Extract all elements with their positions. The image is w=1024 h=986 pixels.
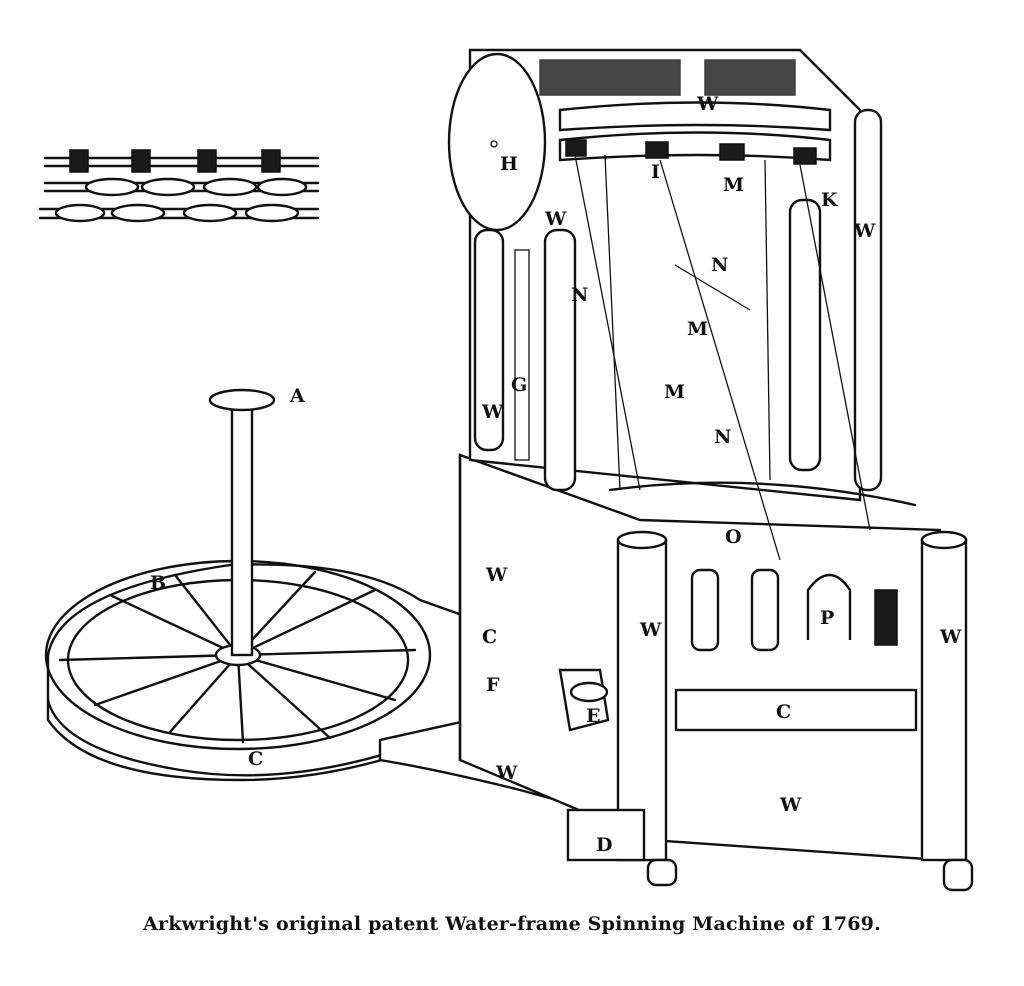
part-label-w-upperleft: W: [545, 208, 567, 230]
driving-wheel: [44, 388, 582, 782]
figure-caption: Arkwright's original patent Water-frame …: [143, 913, 881, 935]
part-label-w-lower-belt: W: [496, 762, 518, 784]
part-label-c-front: C: [776, 701, 792, 723]
part-label-m-top: M: [723, 174, 745, 196]
part-label-b: B: [150, 572, 167, 594]
frame: [458, 453, 974, 892]
part-label-f: F: [486, 674, 500, 696]
part-label-c-belt: C: [482, 626, 498, 648]
roller-inset: [38, 149, 320, 223]
part-label-w-right-post: W: [940, 626, 962, 648]
part-label-w-top: W: [697, 93, 719, 115]
part-label-p: P: [820, 607, 835, 629]
part-label-k: K: [821, 189, 838, 211]
part-label-w-right: W: [854, 220, 876, 242]
part-label-n-top: N: [711, 254, 729, 276]
part-label-e: E: [586, 705, 601, 727]
part-label-w-front-post: W: [640, 619, 662, 641]
spindles: [690, 568, 898, 652]
part-label-h: H: [500, 153, 518, 175]
part-label-o: O: [725, 526, 742, 548]
part-label-n-left: N: [571, 284, 589, 306]
part-label-w-base-front: W: [780, 794, 802, 816]
part-label-m-mid: M: [687, 318, 709, 340]
upper-frame: [468, 48, 917, 561]
part-label-w-leftpost: W: [482, 401, 504, 423]
part-label-d: D: [596, 834, 613, 856]
part-label-g: G: [511, 374, 528, 396]
part-label-i: I: [651, 161, 660, 183]
part-label-m-low: M: [664, 381, 686, 403]
part-label-a: A: [290, 385, 305, 407]
part-label-c-wheel: C: [248, 748, 264, 770]
part-label-w-base-left: W: [486, 564, 508, 586]
part-label-n-low: N: [714, 426, 732, 448]
